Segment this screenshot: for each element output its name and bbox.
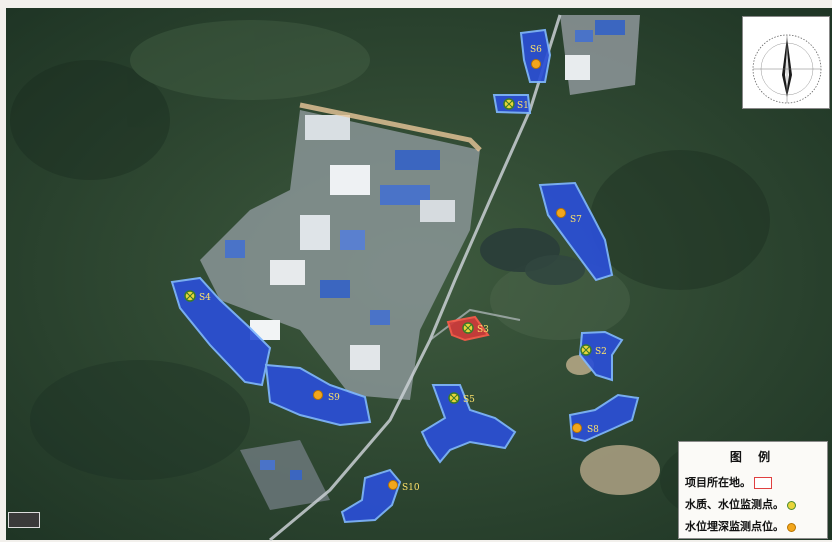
label-s10: S10 <box>402 483 420 493</box>
north-industrial-area <box>560 15 640 95</box>
zone-s10 <box>340 468 402 524</box>
label-s7: S7 <box>570 215 582 225</box>
zone-s7 <box>538 181 614 282</box>
zone-s2 <box>578 330 624 382</box>
branch-road <box>429 308 521 341</box>
scale-bar-icon <box>8 512 40 528</box>
label-s2: S2 <box>595 347 607 357</box>
label-s4: S4 <box>199 293 211 303</box>
marker-s6[interactable]: S6 <box>530 45 542 69</box>
zone-s6 <box>519 28 552 83</box>
zone-s3 <box>420 384 517 464</box>
monitoring-zones <box>170 28 640 524</box>
legend-row-quality: 水质、水位监测点。 <box>685 496 796 512</box>
label-s9: S9 <box>328 393 340 403</box>
marker-s1[interactable]: S1 <box>503 98 529 111</box>
station-markers: S1 S2 S3 S4 S5 S6 S7 <box>184 45 607 494</box>
marker-s5[interactable]: S5 <box>448 392 475 405</box>
north-arrow-panel <box>742 16 830 109</box>
marker-s10[interactable]: S10 <box>388 480 420 494</box>
compass-rose-icon <box>752 34 822 104</box>
marker-s8[interactable]: S8 <box>572 423 600 436</box>
quality-point-swatch <box>787 500 796 510</box>
legend-row-project: 项目所在地。 <box>685 474 772 490</box>
label-s6: S6 <box>530 45 542 55</box>
label-s8: S8 <box>587 425 599 435</box>
marker-s3[interactable]: S3 <box>462 322 489 335</box>
label-s3: S3 <box>477 325 489 335</box>
industrial-area <box>200 102 482 400</box>
ponds <box>480 228 585 285</box>
map-legend: 图 例 项目所在地。 水质、水位监测点。 水位埋深监测点位。 <box>678 441 828 539</box>
marker-s9[interactable]: S9 <box>313 390 341 404</box>
marker-s2[interactable]: S2 <box>580 344 607 357</box>
label-s5: S5 <box>463 395 475 405</box>
legend-quality-label: 水质、水位监测点。 <box>685 498 784 511</box>
legend-row-depth: 水位埋深监测点位。 <box>685 518 796 534</box>
legend-title: 图 例 <box>729 450 777 464</box>
zone-s8 <box>568 393 640 443</box>
main-road <box>269 14 562 542</box>
depth-point-swatch <box>787 522 796 532</box>
label-s1: S1 <box>517 101 529 111</box>
marker-s4[interactable]: S4 <box>184 290 211 303</box>
marker-s7[interactable]: S7 <box>556 208 583 226</box>
settlement-south <box>240 440 330 510</box>
legend-depth-label: 水位埋深监测点位。 <box>685 520 784 533</box>
project-site-swatch <box>754 477 772 489</box>
terrain-texture <box>10 20 780 520</box>
legend-project-label: 项目所在地。 <box>685 476 751 489</box>
